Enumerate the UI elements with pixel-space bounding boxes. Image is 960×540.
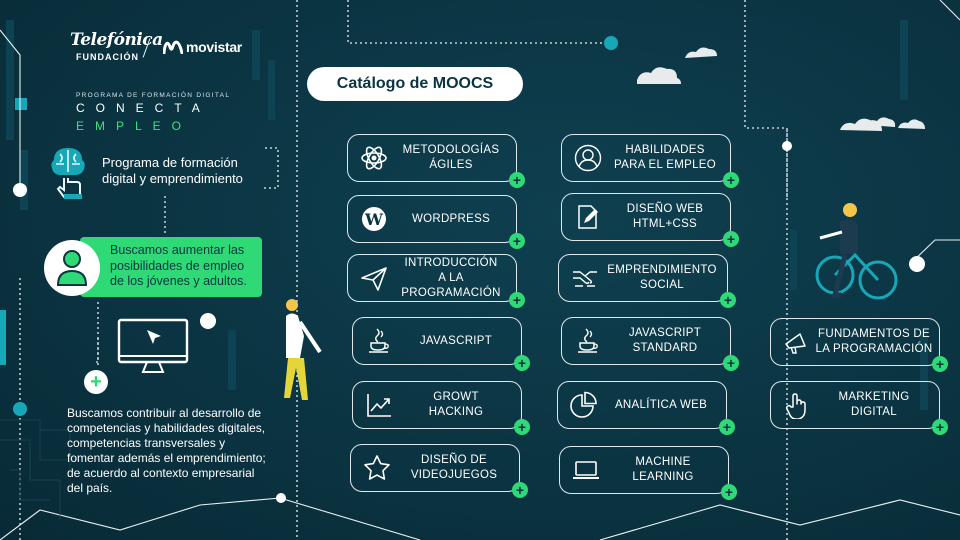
course-label: FUNDAMENTOS DE LA PROGRAMACIÓN (815, 328, 933, 355)
svg-text:W: W (364, 210, 384, 229)
course-button-habilidades-para-el-empleo[interactable]: HABILIDADES PARA EL EMPLEO + (561, 134, 739, 188)
course-label: DISEÑO WEB HTML+CSS (626, 203, 704, 230)
movistar-logo: movistar (186, 39, 242, 55)
course-button-metodologias-agiles[interactable]: METODOLOGÍAS ÁGILES + (347, 134, 525, 188)
brain-hand-icon (51, 148, 85, 199)
cyclist-illustration (815, 203, 898, 300)
runner-illustration (284, 299, 322, 400)
expand-plus-icon[interactable]: + (514, 419, 530, 435)
monitor-cursor-icon (117, 318, 189, 373)
expand-plus-icon[interactable]: + (723, 355, 739, 371)
expand-plus-icon[interactable]: + (512, 482, 528, 498)
course-button-marketing-digital[interactable]: MARKETING DIGITAL + (770, 381, 948, 435)
course-label: EMPRENDIMIENTO SOCIAL (607, 264, 717, 291)
course-button-javascript-standard[interactable]: JAVASCRIPT STANDARD + (561, 317, 739, 371)
course-label: INTRODUCCIÓN A LA PROGRAMACIÓN (401, 256, 501, 299)
movistar-m-icon (163, 40, 183, 54)
course-button-growt-hacking[interactable]: GROWT HACKING + (352, 381, 530, 435)
user-icon (56, 250, 88, 286)
expand-plus-icon[interactable]: + (509, 292, 525, 308)
course-button-wordpress[interactable]: W WORDPRESS + (347, 195, 525, 249)
expand-plus-icon[interactable]: + (719, 419, 735, 435)
expand-plus-icon[interactable]: + (932, 356, 948, 372)
program-description: Programa de formación digital y emprendi… (102, 155, 243, 186)
conecta-wordmark: CONECTA (76, 101, 211, 115)
expand-plus-icon[interactable]: + (723, 231, 739, 247)
expand-plus-icon[interactable]: + (721, 484, 737, 500)
expand-plus-icon[interactable]: + (509, 233, 525, 249)
empleo-wordmark: EMPLEO (76, 119, 193, 133)
program-goal-description: Buscamos contribuir al desarrollo de com… (67, 406, 266, 495)
add-circle-icon: + (84, 370, 108, 394)
course-label: DISEÑO DE VIDEOJUEGOS (410, 454, 498, 481)
course-button-introduccion-a-la-programacion[interactable]: INTRODUCCIÓN A LA PROGRAMACIÓN + (347, 254, 525, 308)
expand-plus-icon[interactable]: + (509, 172, 525, 188)
course-label: JAVASCRIPT STANDARD (628, 327, 702, 354)
course-label: MACHINE LEARNING (632, 456, 694, 483)
course-button-machine-learning[interactable]: MACHINE LEARNING + (559, 446, 737, 500)
course-label: HABILIDADES PARA EL EMPLEO (614, 144, 716, 171)
course-label: JAVASCRIPT (419, 334, 493, 347)
expand-plus-icon[interactable]: + (723, 172, 739, 188)
course-button-diseno-de-videojuegos[interactable]: DISEÑO DE VIDEOJUEGOS + (350, 444, 528, 498)
course-label: ANALÍTICA WEB (614, 398, 708, 411)
telefonica-logo: Telefónica (70, 30, 163, 50)
program-label: PROGRAMA DE FORMACIÓN DIGITAL (76, 92, 231, 99)
course-label: WORDPRESS (411, 212, 491, 225)
course-button-emprendimiento-social[interactable]: EMPRENDIMIENTO SOCIAL+ (558, 254, 736, 308)
fundacion-label: FUNDACIÓN (76, 52, 139, 62)
expand-plus-icon[interactable]: + (514, 355, 530, 371)
goal-banner (80, 237, 262, 297)
course-button-fundamentos-de-la-programacion[interactable]: FUNDAMENTOS DE LA PROGRAMACIÓN+ (770, 318, 948, 372)
expand-plus-icon[interactable]: + (720, 292, 736, 308)
course-label: GROWT HACKING (428, 391, 484, 418)
course-label: METODOLOGÍAS ÁGILES (402, 144, 500, 171)
course-button-analitica-web[interactable]: ANALÍTICA WEB + (557, 381, 735, 435)
goal-text: Buscamos aumentar las posibilidades de e… (110, 243, 247, 288)
course-label: MARKETING DIGITAL (838, 391, 910, 418)
expand-plus-icon[interactable]: + (932, 419, 948, 435)
catalog-title: Catálogo de MOOCS (307, 67, 523, 101)
course-button-javascript[interactable]: JAVASCRIPT + (352, 317, 530, 371)
course-button-diseno-web-html-css[interactable]: DISEÑO WEB HTML+CSS + (561, 193, 739, 247)
